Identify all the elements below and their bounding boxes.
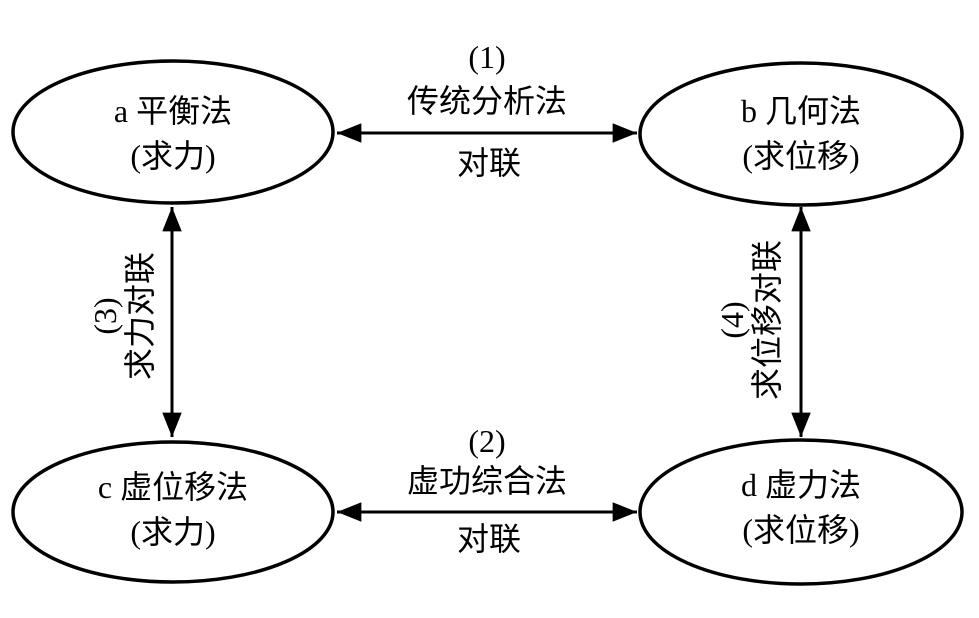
node-b-ellipse <box>638 61 964 207</box>
edge-right-name: 求位移对联 <box>749 239 785 401</box>
edge-left-label: (3) 求力对联 <box>87 251 158 381</box>
node-a-label: a 平衡法 (求力) <box>114 89 232 179</box>
node-d-ellipse <box>638 438 964 586</box>
node-c-ellipse <box>11 440 335 584</box>
node-c-subtitle: (求力) <box>130 514 216 550</box>
node-d-title: d 虚力法 <box>740 467 862 503</box>
edge-bottom-label: (2) 虚功综合法 <box>407 421 567 501</box>
node-a-title: a 平衡法 <box>113 93 233 129</box>
node-c-label: c 虚位移法 (求力) <box>98 465 248 555</box>
edge-bottom-number: (2) <box>468 423 506 459</box>
edge-bottom-name: 虚功综合法 <box>406 463 568 499</box>
edge-top-number: (1) <box>468 39 506 75</box>
node-d-label: d 虚力法 (求位移) <box>741 463 861 553</box>
node-a-ellipse <box>11 59 335 205</box>
edge-left-name: 求力对联 <box>122 251 158 381</box>
node-b-title: b 几何法 <box>740 93 862 129</box>
edge-top-below-label: 对联 <box>456 145 522 181</box>
edge-bottom-below-label: 对联 <box>456 521 522 557</box>
node-a-subtitle: (求力) <box>130 138 216 174</box>
edge-right-label: (4) 求位移对联 <box>714 239 785 401</box>
edge-top-name: 传统分析法 <box>406 83 568 119</box>
edge-top-label: (1) 传统分析法 <box>407 35 567 123</box>
edge-left-number: (3) <box>87 297 123 335</box>
node-c-title: c 虚位移法 <box>97 469 249 505</box>
node-b-label: b 几何法 (求位移) <box>741 89 861 179</box>
edge-right-number: (4) <box>714 301 750 339</box>
node-d-subtitle: (求位移) <box>742 512 860 548</box>
node-b-subtitle: (求位移) <box>742 138 860 174</box>
